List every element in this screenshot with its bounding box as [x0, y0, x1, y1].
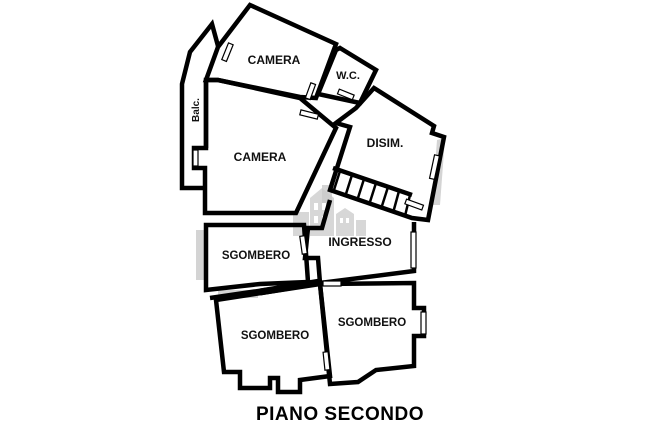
label-wc: W.C.: [336, 70, 360, 82]
windows: [192, 42, 441, 371]
label-balcony: Balc.: [191, 98, 202, 122]
label-camera-main: CAMERA: [234, 150, 287, 164]
room-disimpegno: [327, 85, 447, 223]
label-sgombero-bottom-right: SGOMBERO: [338, 317, 406, 329]
label-sgombero-left: SGOMBERO: [222, 250, 290, 262]
label-disimpegno: DISIM.: [367, 136, 404, 150]
label-camera-top: CAMERA: [248, 53, 301, 67]
room-wc: [314, 45, 379, 106]
staircase: [331, 165, 413, 217]
room-sgombero-bottom-right: [317, 280, 427, 387]
label-ingresso: INGRESSO: [328, 235, 391, 249]
room-camera-main: [191, 77, 339, 216]
room-ingresso: [302, 199, 417, 286]
room-sgombero-left: [203, 222, 311, 293]
label-sgombero-bottom-left: SGOMBERO: [241, 330, 309, 342]
floor-title: PIANO SECONDO: [256, 404, 424, 425]
